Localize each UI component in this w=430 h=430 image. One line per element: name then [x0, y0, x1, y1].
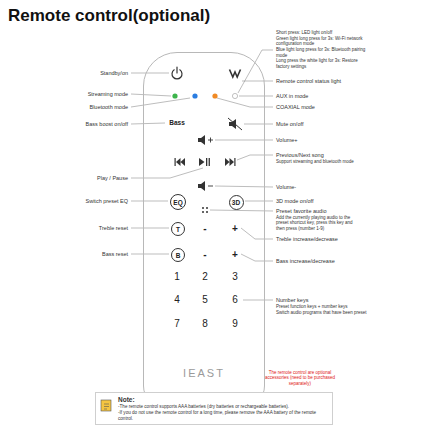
- callout-note: Preset function keys + number keys: [276, 304, 386, 309]
- button-label: -: [199, 223, 211, 235]
- leader-line: [245, 201, 273, 202]
- callout-label: Bass reset: [38, 251, 128, 258]
- treble-reset-button: T: [171, 222, 185, 236]
- 3d-button: 3D: [229, 195, 244, 210]
- leader-line: [244, 124, 273, 125]
- leader-line: [131, 94, 171, 96]
- power-icon: [172, 67, 182, 79]
- leader-line: [241, 254, 273, 261]
- callout-label: Remote control status light: [276, 78, 386, 85]
- leader-line: [241, 228, 273, 239]
- button-label: B: [176, 252, 181, 259]
- volume-up-icon: [198, 135, 213, 145]
- callout-note: Green light long press for 3s: Wi-Fi net…: [276, 36, 368, 47]
- callout-label: Bass increase/decrease: [276, 258, 386, 265]
- callout-label: Volume+: [276, 137, 386, 144]
- callout-note: Add the currently playing audio to the p…: [276, 215, 360, 231]
- number-key: 9: [228, 318, 242, 330]
- callout-note: Long press the white light for 3s: Resto…: [276, 58, 368, 69]
- callout-note: Blue light long press for 3s: Bluetooth …: [276, 47, 368, 58]
- blue-led-button: [192, 93, 197, 98]
- leader-line: [131, 201, 168, 202]
- callout-label: Previous/Next song: [276, 152, 386, 159]
- button-label: EQ: [173, 199, 182, 206]
- callout-label: Play / Pause: [38, 175, 128, 182]
- brand-logo: IEAST: [144, 367, 264, 379]
- leader-line: [131, 228, 169, 229]
- mute-icon: [228, 118, 242, 130]
- callout-label: 3D mode on/off: [276, 198, 386, 205]
- number-key: 3: [228, 271, 242, 283]
- leader-line: [239, 96, 273, 97]
- callout-label: Preset favorite audio: [276, 208, 386, 215]
- callout-label: AUX in mode: [276, 93, 386, 100]
- number-key: 1: [170, 271, 184, 283]
- button-label: Bass: [165, 119, 189, 127]
- leader-line: [131, 98, 190, 107]
- orange-led-button: [212, 93, 217, 98]
- button-label: 3D: [232, 199, 240, 206]
- number-key: 2: [198, 271, 212, 283]
- button-label: +: [229, 223, 241, 235]
- volume-down-icon: [198, 181, 213, 191]
- button-label: T: [176, 226, 180, 233]
- callout-label: Streaming mode: [38, 91, 128, 98]
- leader-line: [131, 168, 203, 178]
- callout-note: Short press: LED light on/off: [276, 30, 368, 35]
- callout-label: Bluetooth mode: [38, 104, 128, 111]
- transport-icons: [175, 158, 236, 166]
- note-box: Note:-The remote control supports AAA ba…: [95, 392, 333, 425]
- number-key: 5: [198, 294, 212, 306]
- callout-note: Switch audio programs that have been pre…: [276, 310, 386, 315]
- number-key: 7: [170, 318, 184, 330]
- number-key: 4: [170, 294, 184, 306]
- button-label: -: [199, 249, 211, 261]
- page-title: Remote control(optional): [8, 6, 210, 26]
- leader-line: [237, 155, 273, 160]
- callout-label: Treble increase/decrease: [276, 236, 386, 243]
- callout-label: Number keys: [276, 297, 386, 304]
- leader-lines: [131, 50, 273, 300]
- leader-line: [243, 300, 273, 301]
- number-key: 6: [228, 294, 242, 306]
- callout-label: Treble reset: [38, 225, 128, 232]
- brand-icon: [230, 70, 241, 78]
- white-led-button: [232, 93, 237, 98]
- leader-line: [238, 50, 273, 93]
- note-icon: [100, 398, 114, 412]
- eq-button: EQ: [170, 194, 186, 210]
- note-heading: Note:: [118, 396, 327, 404]
- leader-line: [131, 73, 169, 74]
- leader-line: [131, 123, 165, 124]
- callout-note: Support streaming and bluetooth mode: [276, 159, 386, 164]
- green-led-button: [172, 93, 177, 98]
- button-label: +: [229, 249, 241, 261]
- note-text: -The remote control supports AAA batteri…: [118, 404, 327, 410]
- callout-label: Switch preset EQ: [38, 198, 128, 205]
- bass-reset-button: B: [171, 248, 185, 262]
- leader-line: [131, 254, 169, 255]
- remote-body: IEAST EQ 3D T B: [143, 52, 265, 408]
- callout-label: Standby/on: [38, 70, 128, 77]
- leader-line: [242, 81, 273, 82]
- callout-label: COAXIAL mode: [276, 104, 386, 111]
- callout-label: Mute on/off: [276, 121, 386, 128]
- number-key: 8: [198, 318, 212, 330]
- note-text: -If you do not use the remote control fo…: [118, 410, 327, 421]
- warning-note: The remote control are optional accessor…: [258, 370, 342, 386]
- leader-line: [210, 210, 273, 211]
- callout-label: Volume-: [276, 184, 386, 191]
- callout-label: Bass boost on/off: [38, 121, 128, 128]
- preset-icon: [202, 207, 208, 213]
